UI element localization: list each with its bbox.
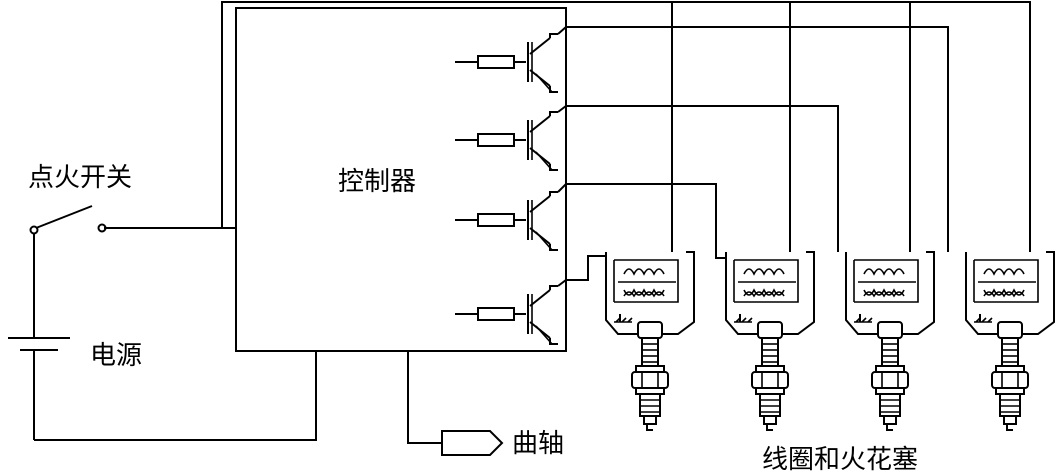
driver-transistor-3 bbox=[454, 191, 559, 251]
coil-plug-1 bbox=[605, 251, 695, 431]
switch-blade bbox=[35, 205, 93, 229]
coil-plug-2 bbox=[725, 251, 815, 431]
collector-wire-3 bbox=[557, 183, 726, 259]
crankshaft-label: 曲轴 bbox=[512, 429, 564, 459]
driver-transistor-4 bbox=[454, 285, 559, 345]
switch-contact-right bbox=[97, 223, 107, 233]
coil-plug-4 bbox=[965, 251, 1055, 431]
driver-transistor-2 bbox=[454, 111, 559, 171]
ground-return-wire bbox=[34, 351, 317, 441]
crankshaft-sensor bbox=[441, 430, 504, 456]
controller-box bbox=[235, 7, 567, 352]
ignition-switch-label: 点火开关 bbox=[28, 163, 132, 193]
collector-wire-4 bbox=[557, 255, 606, 287]
crankshaft-wire bbox=[407, 351, 442, 444]
coil-plug-3 bbox=[845, 251, 935, 431]
controller-label: 控制器 bbox=[338, 167, 416, 197]
switch-contact-left bbox=[29, 225, 39, 235]
collector-wire-1 bbox=[557, 26, 949, 252]
driver-transistor-1 bbox=[454, 33, 559, 93]
supply-wire-top bbox=[221, 1, 1031, 252]
collector-wire-2 bbox=[557, 105, 839, 252]
power-source-label: 电源 bbox=[90, 341, 142, 371]
coils-and-plugs-label: 线圈和火花塞 bbox=[762, 445, 918, 474]
